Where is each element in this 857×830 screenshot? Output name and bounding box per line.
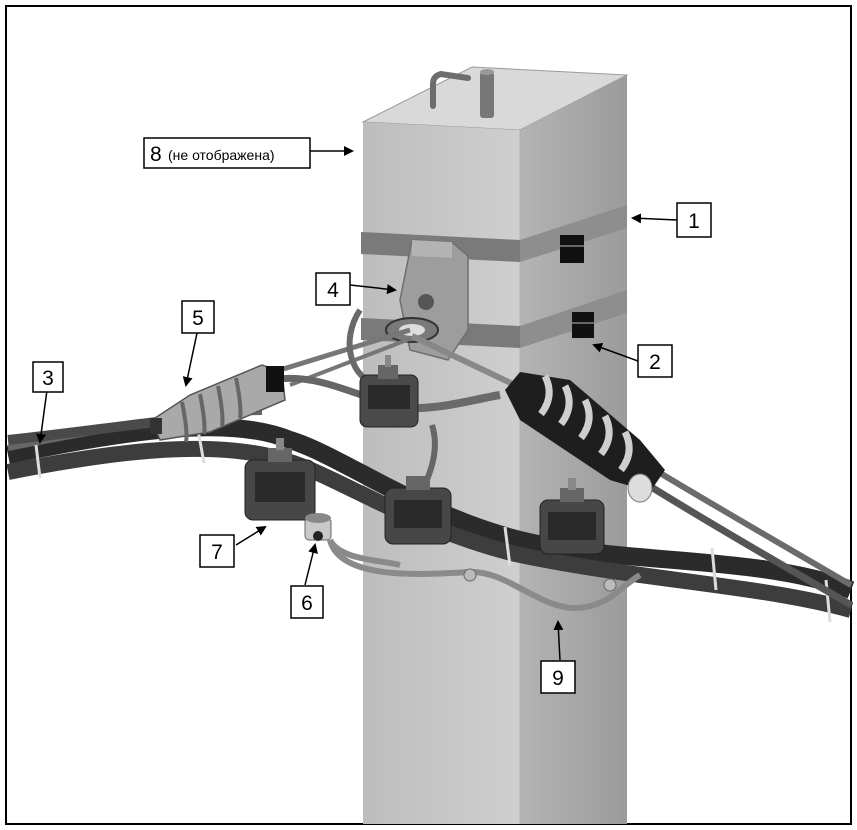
arrow-2 <box>592 343 639 362</box>
band-buckle-2 <box>572 312 594 338</box>
callout-9: 9 <box>540 660 576 694</box>
callout-5-label: 5 <box>192 307 204 330</box>
callout-3: 3 <box>32 361 64 393</box>
callout-4-label: 4 <box>327 279 339 302</box>
callout-2-label: 2 <box>649 351 661 374</box>
callout-arrows <box>36 146 678 661</box>
piercing-connector-right <box>539 478 605 555</box>
tension-clamp-5 <box>150 364 286 443</box>
callout-4: 4 <box>315 272 351 306</box>
cap-6 <box>304 513 332 541</box>
piercing-connector-7 <box>244 438 316 521</box>
callout-7-label: 7 <box>211 541 223 564</box>
right-feeder <box>638 467 853 609</box>
callout-8-label: 8 <box>150 143 162 166</box>
grounding-wire-9 <box>327 538 642 612</box>
tension-clamp-right <box>505 372 665 503</box>
callout-7: 7 <box>199 534 235 568</box>
callout-8: 8 (не отображена) <box>143 137 311 169</box>
bracket <box>385 239 469 361</box>
arrow-1 <box>631 213 678 224</box>
callout-2: 2 <box>637 344 673 378</box>
callout-6-label: 6 <box>301 592 313 615</box>
top-conductor <box>430 69 494 118</box>
arrow-3 <box>36 389 48 444</box>
callout-1: 1 <box>676 202 712 238</box>
callout-3-label: 3 <box>42 367 54 390</box>
arrow-9 <box>553 620 564 661</box>
piercing-connector-mid <box>384 476 452 545</box>
callout-6: 6 <box>290 585 324 619</box>
callout-9-label: 9 <box>552 667 564 690</box>
arrow-6 <box>304 543 318 586</box>
pole-front-face <box>363 122 520 824</box>
callout-8-note: (не отображена) <box>168 147 275 163</box>
band-buckle-1 <box>560 235 584 263</box>
callout-5: 5 <box>181 300 215 334</box>
callout-1-label: 1 <box>688 210 700 233</box>
arrow-4 <box>349 284 397 295</box>
arrow-5 <box>182 332 198 387</box>
arrow-7 <box>235 525 267 546</box>
piercing-connector-top <box>359 355 419 428</box>
